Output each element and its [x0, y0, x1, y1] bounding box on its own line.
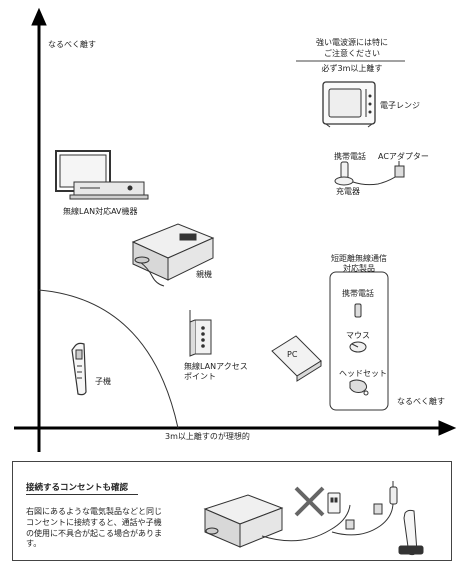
- mouse-icon: [349, 341, 367, 353]
- handset-label: 子機: [95, 377, 111, 386]
- axis-x-label-right: なるべく離す: [397, 397, 445, 406]
- axis-x-label-bottom: 3m以上離すのが理想的: [165, 432, 250, 441]
- pc-icon: [271, 335, 322, 382]
- handset-icon: [71, 342, 87, 396]
- headset-icon: [349, 379, 369, 396]
- note-cable: [261, 499, 394, 542]
- main-unit-printer-icon: [131, 223, 215, 287]
- note-title: 接続するコンセントも確認: [26, 483, 129, 493]
- note-handset-icon: [398, 509, 424, 556]
- shortrange-phone-label: 携帯電話: [342, 289, 374, 298]
- prohibited-x-icon: [294, 486, 325, 517]
- pc-label: PC: [287, 350, 298, 359]
- warning-line-2: ご注意ください: [324, 49, 380, 58]
- note-title-underline: [26, 494, 138, 495]
- shortrange-title-line-1: 短距離無線通信: [331, 254, 387, 263]
- av-device-icon: [55, 150, 149, 200]
- warning-line-3: 必ず3m以上離す: [321, 64, 383, 73]
- microwave-label: 電子レンジ: [380, 101, 420, 110]
- ap-label-line-2: ポイント: [184, 372, 216, 381]
- wall-outlet-icon: [327, 492, 341, 514]
- warning-line-1: 強い電波源には特に: [316, 38, 388, 47]
- av-device-label: 無線LAN対応AV機器: [63, 207, 138, 216]
- note-body: 右図にあるような電気製品などと同じコンセントに接続すると、通話や子機の使用に不具…: [26, 507, 162, 549]
- ac-adapter-label: ACアダプター: [378, 152, 429, 161]
- note-box: [12, 461, 452, 561]
- charger-label: 充電器: [336, 187, 360, 196]
- mouse-label: マウス: [346, 331, 370, 340]
- microwave-icon: [322, 81, 376, 128]
- note-phone-charger-icon: [389, 481, 398, 505]
- axes: [14, 7, 457, 452]
- mobile-phone-charger-icon: [334, 161, 405, 186]
- main-unit-label: 親機: [196, 270, 212, 279]
- mobile-phone-label: 携帯電話: [334, 152, 366, 161]
- note-printer-icon: [203, 494, 284, 548]
- access-point-icon: [189, 310, 212, 357]
- shortrange-box: [329, 271, 389, 411]
- ap-label-line-1: 無線LANアクセス: [184, 362, 248, 371]
- axis-y-label: なるべく離す: [48, 40, 96, 49]
- distance-arc: [38, 289, 179, 429]
- shortrange-phone-icon: [354, 303, 362, 318]
- shortrange-title-line-2: 対応製品: [343, 264, 375, 273]
- note-adapter-icon: [345, 503, 383, 530]
- headset-label: ヘッドセット: [339, 369, 387, 378]
